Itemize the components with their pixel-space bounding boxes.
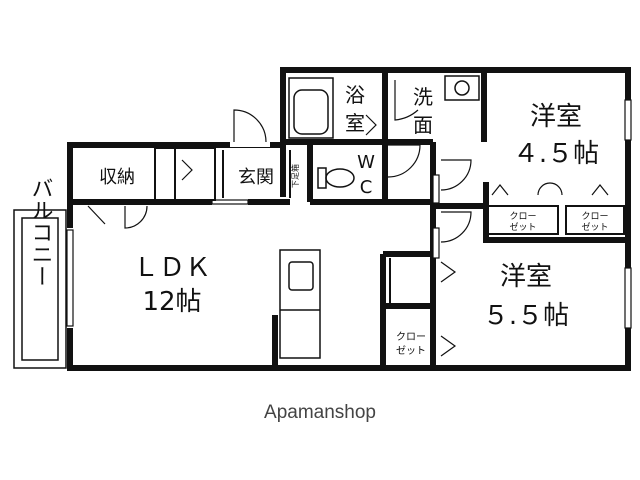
toilet-label-1: W	[357, 152, 375, 173]
ldk-size: 12帖	[142, 287, 201, 317]
shoe-box-label: 下足箱	[290, 164, 300, 188]
toilet-label-2: C	[360, 177, 373, 198]
doors	[87, 80, 609, 357]
western-room-2-size: ５.５帖	[483, 301, 569, 331]
bathroom-label-2: 室	[345, 111, 365, 135]
wash-basin	[444, 75, 480, 101]
storage-label: 収納	[99, 167, 135, 188]
bathroom-label-1: 浴	[345, 83, 365, 107]
washroom-label-1: 洗	[413, 85, 433, 109]
closet-left-label-2: ゼット	[509, 221, 536, 233]
ldk-name: ＬＤＫ	[133, 253, 211, 283]
washroom-label-2: 面	[413, 113, 433, 137]
balcony-label: バルコニー	[28, 177, 53, 287]
toilet-fixture	[317, 167, 355, 189]
balcony	[13, 209, 67, 369]
closet-right-label-2: ゼット	[581, 221, 608, 233]
entrance-label: 玄関	[238, 167, 274, 188]
closet-left-label-1: クロー	[509, 211, 536, 222]
closet-lower-label-2: ゼット	[396, 345, 426, 357]
watermark: Apamanshop	[264, 402, 376, 423]
closet-right-label-1: クロー	[581, 211, 608, 222]
western-room-1-name: 洋室	[530, 102, 582, 132]
closet-lower-label-1: クロー	[396, 331, 426, 343]
bathtub	[288, 77, 334, 139]
kitchen-counter	[279, 249, 321, 359]
western-room-2-name: 洋室	[500, 262, 552, 292]
western-room-1-size: ４.５帖	[513, 139, 599, 169]
